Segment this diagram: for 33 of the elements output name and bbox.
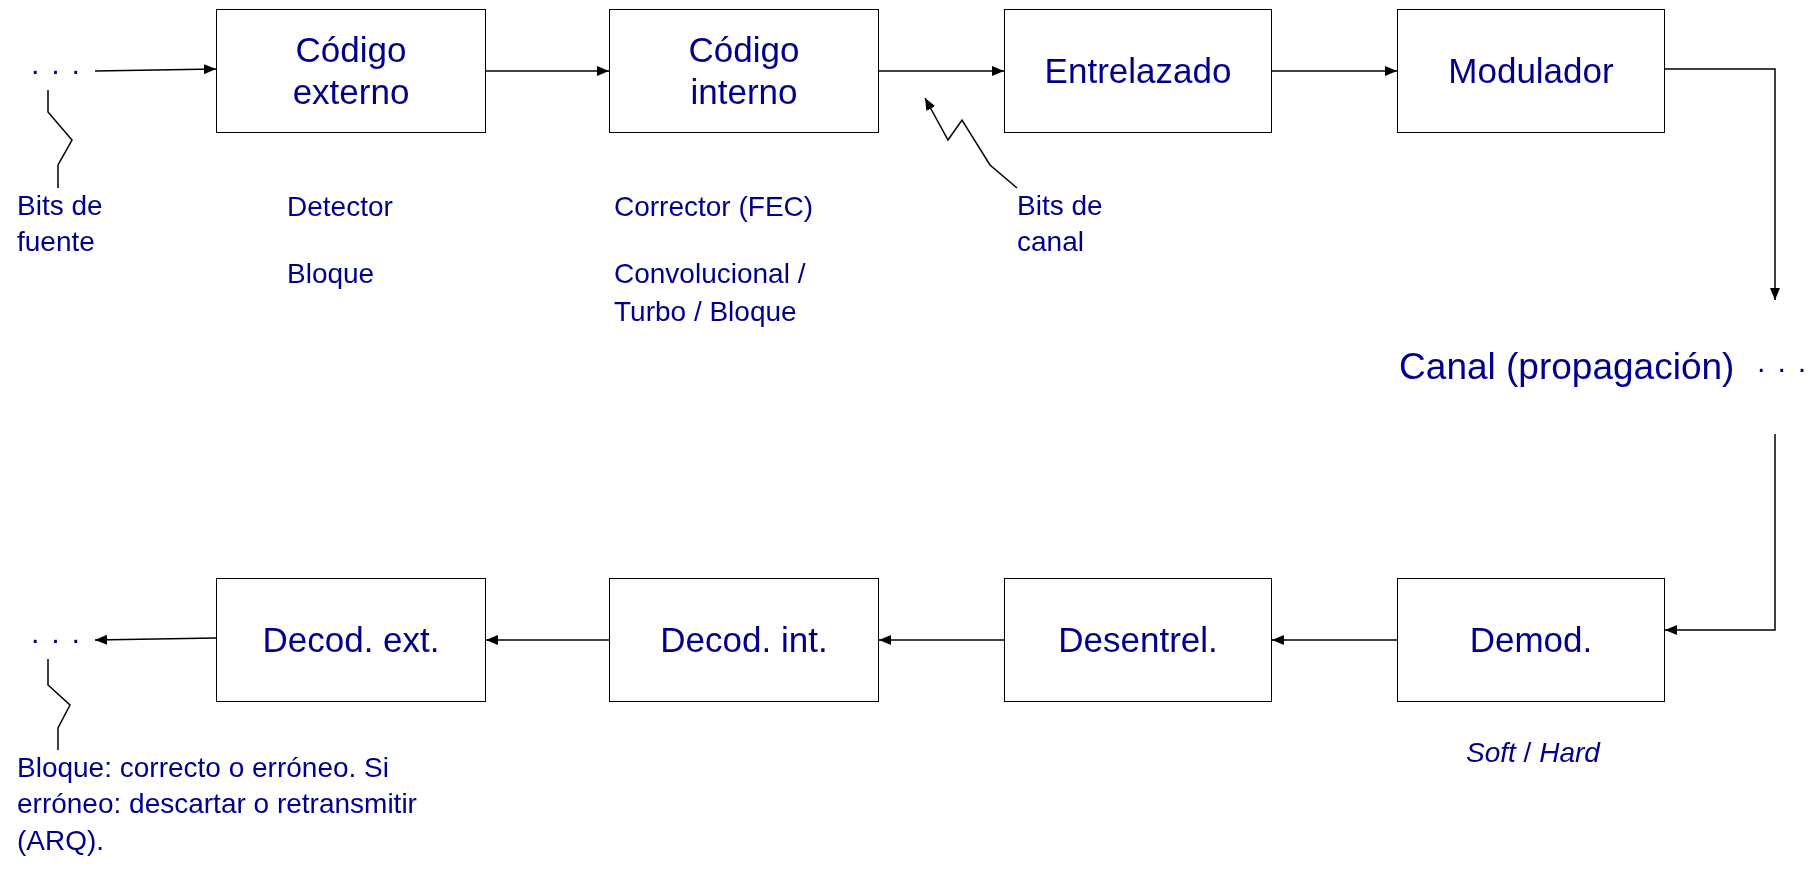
process-box: Decod. ext. [216,578,486,702]
arrow [878,635,1005,645]
arrow [1664,68,1780,301]
process-box: Desentrel. [1004,578,1272,702]
note-text: Bits de canal [1017,189,1104,260]
process-box: Código externo [216,9,486,133]
ellipsis: · · · [1756,349,1808,386]
arrow [94,64,217,75]
annotation-text: Corrector (FEC) [614,190,814,224]
process-box: Decod. int. [609,578,879,702]
arrow [1271,635,1398,645]
leader-line [924,97,1018,189]
annotation-text: Bloque [287,257,375,291]
annotation-text: Soft / Hard [1466,736,1600,770]
annotation-text: Convolucional / Turbo / Bloque [614,257,807,329]
arrow [485,635,610,645]
arrow [94,634,217,645]
process-box: Entrelazado [1004,9,1272,133]
leader-line [47,89,73,189]
arrow [485,66,610,76]
process-box: Modulador [1397,9,1665,133]
node-caption: Canal (propagación) [1399,344,1735,389]
note-text: Bloque: correcto o erróneo. Si erróneo: descartar o retransmitir (ARQ). [17,751,418,858]
process-box: Código interno [609,9,879,133]
note-text: Bits de fuente [17,189,104,260]
ellipsis: · · · [30,620,82,657]
leader-line [47,658,71,751]
arrow [1664,433,1776,635]
arrow [1271,66,1398,76]
process-box: Demod. [1397,578,1665,702]
ellipsis: · · · [30,51,82,88]
annotation-text: Detector [287,190,393,224]
arrow [878,66,1005,76]
